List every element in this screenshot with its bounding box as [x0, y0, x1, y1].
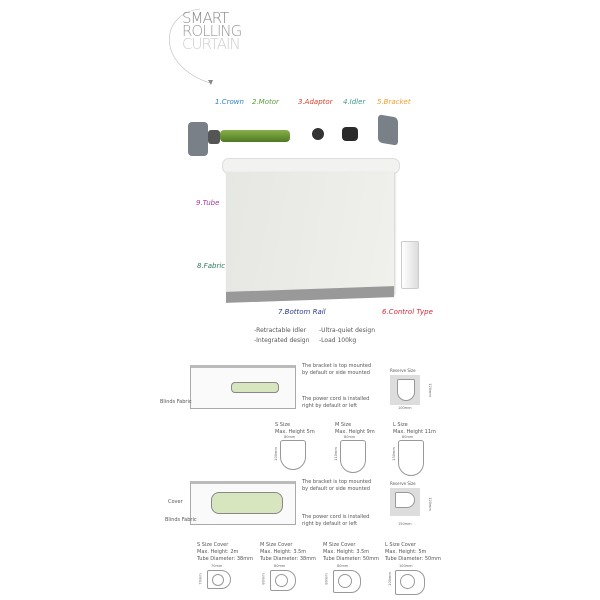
size-max-height: Max. Height 11m	[393, 429, 436, 435]
size-name: L Size	[393, 422, 408, 428]
cover-size-name: S Size Cover	[197, 542, 229, 548]
cover-tube-diameter: Tube Diameter: 50mm	[385, 556, 441, 562]
part-control-type-label: 6.Control Type	[382, 308, 433, 316]
bracket-note: The bracket is top mounted	[302, 479, 372, 485]
cover-height: 70mm	[198, 573, 203, 585]
size-width: 80mm	[344, 435, 356, 439]
cord-note: right by default or left	[302, 403, 358, 409]
installation-drawing-2	[190, 481, 296, 525]
cover-profile	[395, 570, 425, 595]
size-height: 100mm	[273, 447, 278, 461]
title-line1: SMART	[182, 9, 229, 27]
part-adaptor-label: 3.Adaptor	[298, 98, 333, 106]
cord-note: The power cord is installed	[302, 396, 370, 402]
size-profile	[280, 440, 306, 470]
cover-size-name: M Size Cover	[323, 542, 356, 548]
cover-max-height: Max. Height: 2m	[197, 549, 239, 555]
cover-profile	[333, 570, 361, 593]
crown	[208, 130, 220, 144]
cover-height: 100mm	[387, 572, 392, 586]
cover-size-name: L Size Cover	[385, 542, 416, 548]
remote-control	[401, 241, 419, 289]
part-idler-label: 4.Idler	[343, 98, 366, 106]
size-width: 80mm	[284, 435, 296, 439]
cover-width: 100mm	[399, 564, 413, 568]
part-fabric-label: 8.Fabric	[197, 262, 226, 270]
cover-max-height: Max. Height: 3.5m	[260, 549, 307, 555]
cover-label: Cover	[168, 499, 183, 505]
motor-tube	[231, 382, 279, 393]
idler	[342, 127, 358, 141]
bracket-note: The bracket is top mounted	[302, 363, 372, 369]
feature: -Retractable Idler	[254, 327, 307, 334]
blinds-fabric-label: Blinds Fabric	[160, 399, 192, 405]
cover-height: 80mm	[324, 573, 329, 585]
adaptor	[312, 128, 324, 140]
title-line3: CURTAIN	[182, 35, 241, 53]
motor-tube	[211, 492, 283, 514]
cover-profile	[270, 570, 296, 591]
cover-height: 80mm	[261, 573, 266, 585]
size-width: 80mm	[402, 435, 414, 439]
size-height: 110mm	[333, 447, 338, 461]
reserve-width: 100mm	[398, 406, 412, 410]
feature: -Load 100kg	[319, 337, 357, 344]
right-bracket	[378, 114, 398, 146]
fabric	[226, 172, 394, 294]
part-crown-label: 1.Crown	[215, 98, 244, 106]
cover-max-height: Max. Height: 3.5m	[323, 549, 370, 555]
title-swirl	[169, 8, 213, 85]
cover-width: 70mm	[211, 564, 223, 568]
part-tube-label: 9.Tube	[196, 199, 220, 207]
cover-size-name: M Size Cover	[260, 542, 293, 548]
cover-tube-diameter: Tube Diameter: 38mm	[197, 556, 253, 562]
cover-max-height: Max. Height: 5m	[385, 549, 427, 555]
cover-width: 80mm	[274, 564, 286, 568]
left-bracket	[188, 122, 208, 156]
size-max-height: Max. Height 5m	[275, 429, 315, 435]
size-max-height: Max. Height 9m	[335, 429, 375, 435]
reserve-height: 120mm	[427, 383, 432, 397]
motor	[220, 130, 290, 142]
size-height: 130mm	[391, 447, 396, 461]
part-bottom-rail-label: 7.Bottom Rail	[278, 308, 326, 316]
reserve-box	[390, 375, 420, 405]
cord-note: right by default or left	[302, 521, 358, 527]
feature: -Integrated design	[254, 337, 310, 344]
part-motor-label: 2.Motor	[252, 98, 279, 106]
cord-note: The power cord is installed	[302, 514, 370, 520]
title-line2: ROLLING	[182, 22, 242, 40]
size-profile	[398, 440, 424, 476]
cover-profile	[207, 570, 231, 589]
feature: -Ultra-quiet design	[319, 327, 376, 334]
reserve-title: Reserve Size	[390, 368, 416, 373]
bracket-note: by default or side mounted	[302, 370, 370, 376]
size-name: M Size	[335, 422, 352, 428]
part-bracket-label: 5.Bracket	[377, 98, 411, 106]
reserve-height: 120mm	[427, 497, 432, 511]
blinds-fabric-label: Blinds Fabric	[165, 517, 197, 523]
cover-tube-diameter: Tube Diameter: 50mm	[323, 556, 379, 562]
size-profile	[340, 440, 366, 473]
reserve-title: Reserve Size	[390, 481, 416, 486]
reserve-width: 150mm	[398, 522, 412, 526]
cover-width: 80mm	[337, 564, 349, 568]
cover-tube-diameter: Tube Diameter: 38mm	[260, 556, 316, 562]
reserve-box	[390, 488, 420, 516]
bracket-note: by default or side mounted	[302, 486, 370, 492]
installation-drawing-1	[190, 365, 296, 409]
size-name: S Size	[275, 422, 291, 428]
